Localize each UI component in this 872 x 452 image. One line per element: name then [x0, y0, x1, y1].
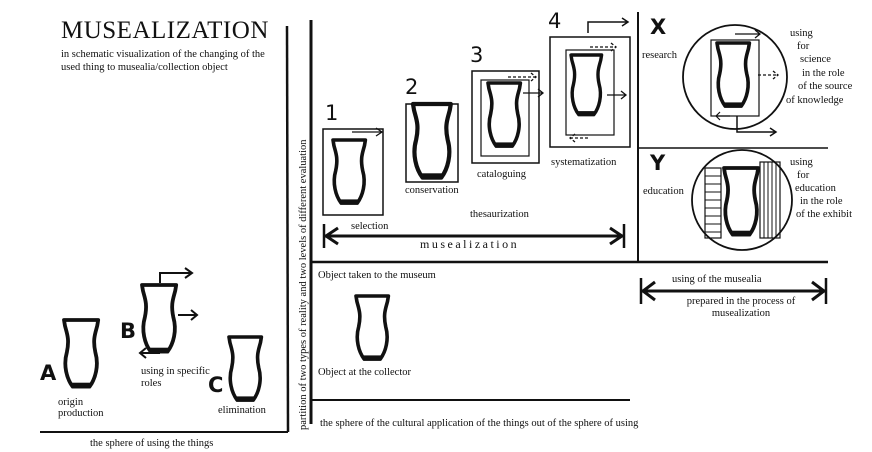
use-y-line-1: using	[790, 157, 813, 168]
use-y-line-3: education	[795, 183, 836, 194]
use-x-line-1: using	[790, 28, 813, 39]
thesaurization-label: thesaurization	[470, 209, 529, 220]
education-label: education	[643, 186, 684, 197]
stage-a-label-1: origin	[58, 397, 84, 408]
use-y-line-5: of the exhibit	[796, 209, 852, 220]
use-x-line-4: in the role	[802, 68, 845, 79]
step-2-label: conservation	[405, 185, 459, 196]
use-x-line-3: science	[800, 54, 831, 65]
using-musealia-label: using of the musealia	[672, 274, 762, 285]
stage-b-label-1: using in specific	[141, 366, 210, 377]
step-3-number: 3	[470, 43, 484, 67]
use-x-line-5: of the source	[798, 81, 853, 92]
step-1-number: 1	[325, 101, 339, 125]
use-x-letter: X	[650, 15, 667, 39]
stage-c-letter: C	[208, 373, 224, 397]
step-1-label: selection	[351, 221, 389, 232]
collector-vase-icon	[354, 294, 391, 363]
musealization-arrow-label: musealization	[420, 237, 520, 251]
research-circle	[682, 24, 788, 137]
use-x-line-6: of knowledge	[786, 95, 844, 106]
bottom-footer: the sphere of the cultural application o…	[320, 418, 639, 429]
prepared-musealization-label: prepared in the process of musealization	[686, 296, 796, 319]
diagram-title: MUSEALIZATION	[61, 17, 269, 44]
step-3-label: cataloguing	[477, 169, 526, 180]
use-y-line-2: for	[797, 170, 810, 181]
step-3-graphic	[471, 70, 545, 164]
vase-c-icon	[227, 335, 264, 404]
step-4-graphic	[549, 17, 631, 148]
step-2-graphic	[405, 104, 459, 183]
stage-a-label-2: production	[58, 408, 104, 419]
vase-b-icon	[138, 267, 199, 359]
left-footer: the sphere of using the things	[90, 438, 214, 449]
object-taken-label: Object taken to the museum	[318, 270, 436, 281]
step-4-number: 4	[548, 9, 562, 33]
stage-a-letter: A	[40, 361, 57, 385]
use-y-line-4: in the role	[800, 196, 843, 207]
stage-b-label-2: roles	[141, 378, 162, 389]
frame-lines	[40, 12, 828, 433]
use-y-letter: Y	[650, 151, 666, 175]
vertical-partition-label: partition of two types of reality and tw…	[298, 139, 309, 430]
use-x-line-2: for	[797, 41, 810, 52]
diagram-subtitle: in schematic visualization of the changi…	[61, 49, 265, 73]
left-panel-divider	[285, 25, 290, 433]
musealization-arrow	[322, 224, 626, 248]
step-2-number: 2	[405, 75, 419, 99]
vase-a-icon	[62, 318, 101, 391]
stage-c-label: elimination	[218, 405, 266, 416]
stage-b-letter: B	[120, 319, 137, 343]
education-circle	[691, 149, 793, 251]
using-musealia-arrow	[639, 278, 828, 304]
step-4-label: systematization	[551, 157, 617, 168]
step-1-graphic	[322, 127, 384, 216]
object-collector-label: Object at the collector	[318, 367, 411, 378]
research-label: research	[642, 50, 677, 61]
